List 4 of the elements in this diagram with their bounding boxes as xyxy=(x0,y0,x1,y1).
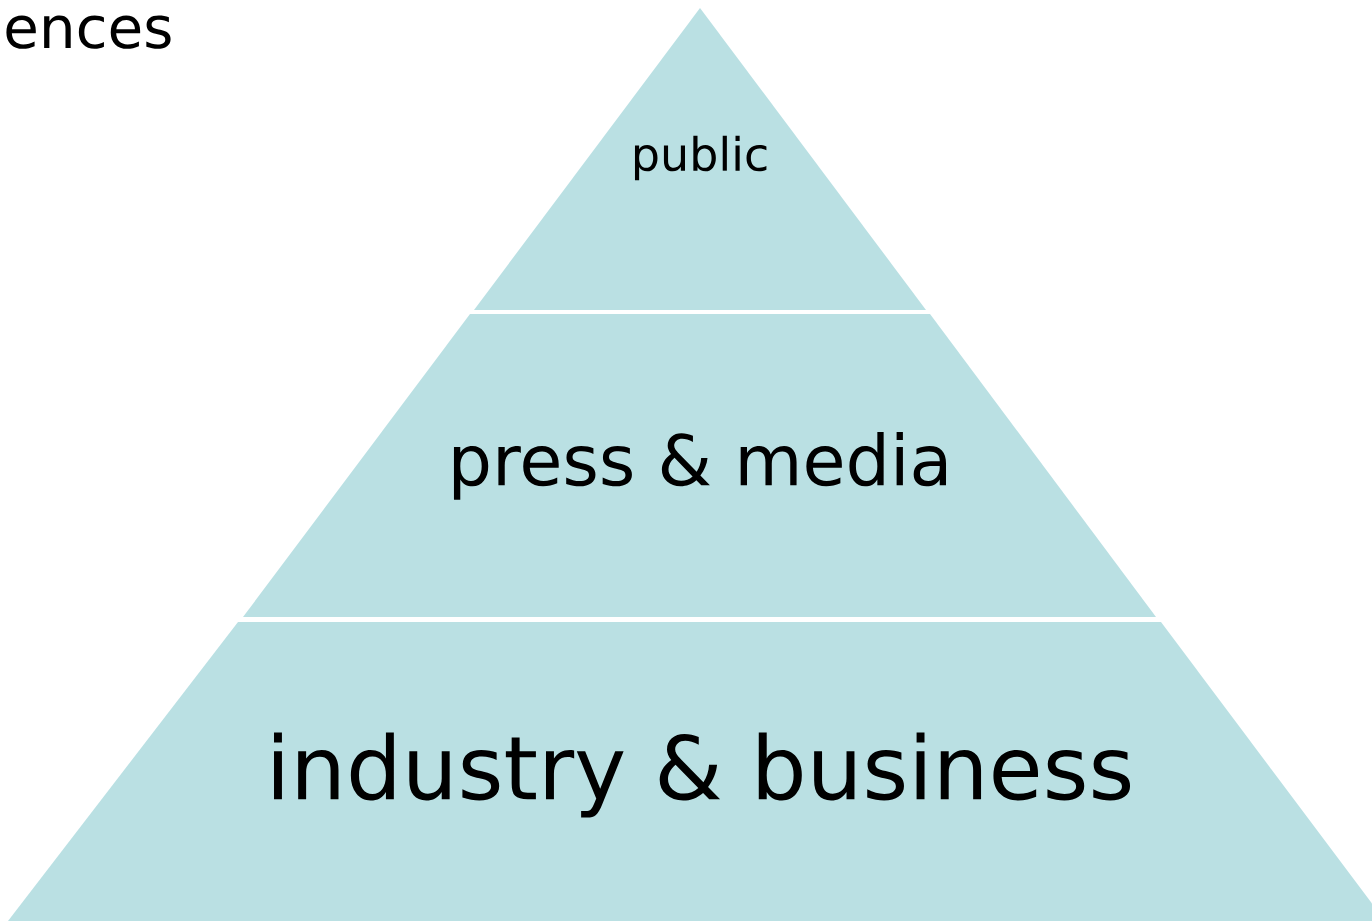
pyramid-tier: press & media xyxy=(243,314,1156,617)
pyramid-tier: industry & business xyxy=(8,622,1372,921)
heading-text: ences xyxy=(6,15,171,49)
pyramid-tier: public xyxy=(474,8,926,310)
